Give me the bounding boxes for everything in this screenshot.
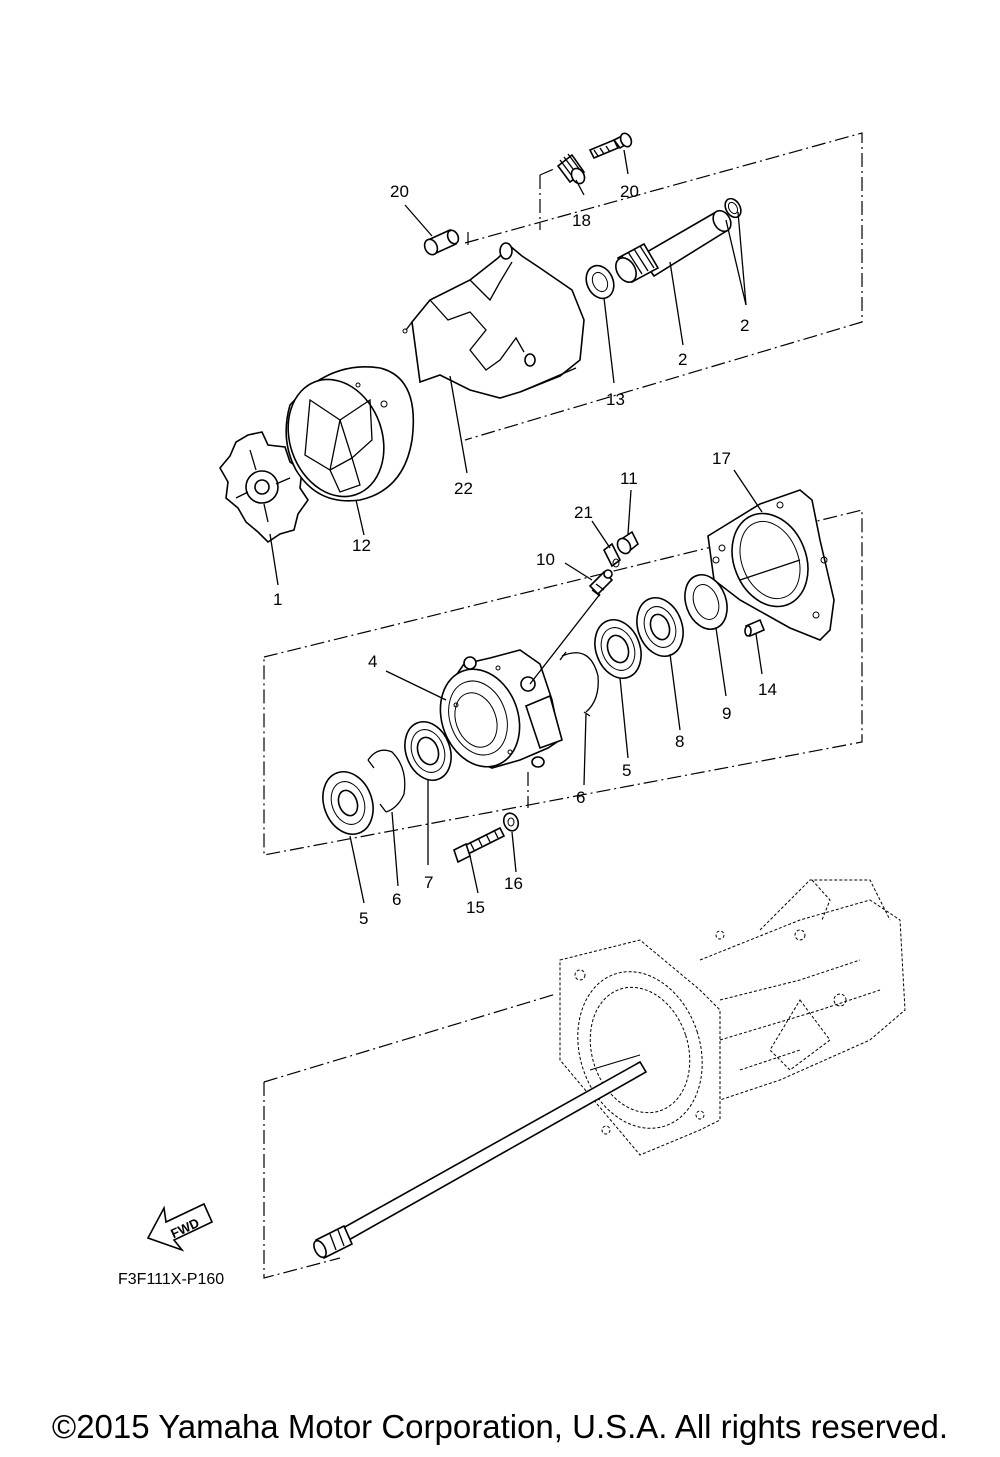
damper-part-1 bbox=[219, 431, 309, 544]
label-11: 11 bbox=[620, 469, 638, 488]
bearing-part-5-upper bbox=[594, 619, 642, 679]
label-4: 4 bbox=[368, 652, 377, 671]
leader-lines bbox=[269, 149, 763, 904]
label-5-lower: 5 bbox=[359, 909, 368, 928]
label-13: 13 bbox=[606, 390, 625, 409]
label-3: 2 bbox=[740, 316, 749, 335]
label-9: 9 bbox=[722, 704, 731, 723]
middle-group-frame bbox=[263, 509, 863, 856]
part-labels: 20 18 20 2 2 13 22 12 1 17 11 21 10 4 14… bbox=[273, 182, 777, 928]
lower-group-frame bbox=[263, 1082, 341, 1279]
seal-part-13 bbox=[585, 264, 615, 300]
pin-part-14 bbox=[744, 618, 766, 638]
upper-group-frame bbox=[464, 132, 863, 441]
collar-part-19 bbox=[423, 228, 460, 256]
drawing-code: F3F111X-P160 bbox=[118, 1271, 224, 1288]
nipple-part-10 bbox=[588, 569, 614, 597]
coupling-part-12 bbox=[285, 366, 415, 502]
shaft-part-2 bbox=[615, 209, 732, 284]
label-14: 14 bbox=[758, 680, 777, 699]
cover-part-22 bbox=[402, 242, 585, 399]
bolt-part-20 bbox=[588, 132, 633, 160]
label-15: 15 bbox=[466, 898, 485, 917]
bearing-housing-part-4 bbox=[439, 649, 563, 769]
label-2: 2 bbox=[678, 350, 687, 369]
label-22: 22 bbox=[454, 479, 473, 498]
label-1: 1 bbox=[273, 590, 282, 609]
label-19: 20 bbox=[390, 182, 409, 201]
label-21: 21 bbox=[574, 503, 593, 522]
seal-part-5-lower bbox=[322, 771, 374, 835]
bearing-part-7 bbox=[404, 721, 452, 781]
cap-part-11 bbox=[616, 530, 640, 555]
label-6-lower: 6 bbox=[392, 890, 401, 909]
fitting-part-18 bbox=[556, 153, 586, 185]
copyright-notice: ©2015 Yamaha Motor Corporation, U.S.A. A… bbox=[51, 1408, 949, 1445]
seal-part-8 bbox=[636, 597, 684, 657]
circlip-part-6-upper bbox=[559, 651, 599, 717]
washer-part-16 bbox=[502, 812, 520, 832]
label-10: 10 bbox=[536, 550, 555, 569]
label-8: 8 bbox=[675, 732, 684, 751]
jet-pump-reference-outline bbox=[559, 879, 906, 1156]
housing-part-17 bbox=[707, 489, 835, 641]
label-5-upper: 5 bbox=[622, 761, 631, 780]
label-16: 16 bbox=[504, 874, 523, 893]
label-17: 17 bbox=[712, 449, 731, 468]
label-6-upper: 6 bbox=[576, 788, 585, 807]
fwd-arrow-icon: FWD bbox=[146, 1202, 214, 1252]
label-12: 12 bbox=[352, 536, 371, 555]
bolt-part-15 bbox=[453, 826, 506, 864]
circlip-part-6-lower bbox=[367, 749, 406, 813]
drive-shaft bbox=[313, 1060, 648, 1260]
label-20: 20 bbox=[620, 182, 639, 201]
label-18: 18 bbox=[572, 211, 591, 230]
label-7: 7 bbox=[424, 873, 433, 892]
